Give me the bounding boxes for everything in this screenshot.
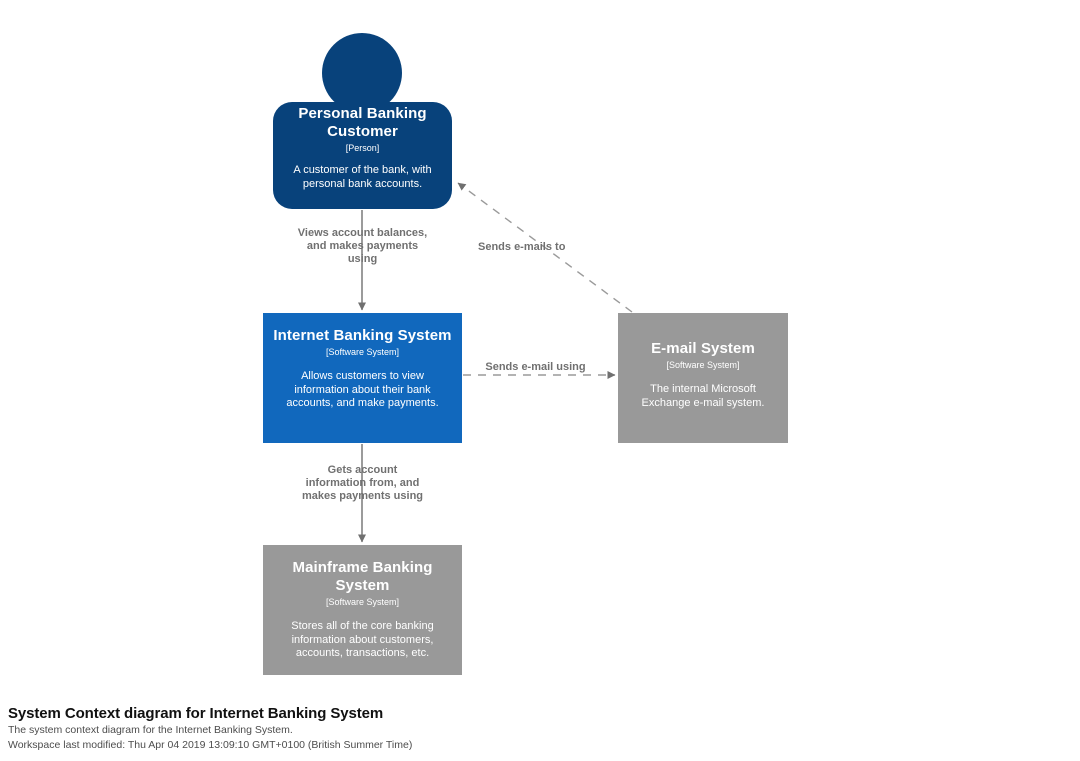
node-title: Personal Banking Customer [298, 105, 427, 140]
node-type: [Software System] [666, 360, 740, 370]
edge-label-views-account-balances: Views account balances, and makes paymen… [297, 227, 428, 265]
node-description: The internal Microsoft Exchange e-mail s… [641, 383, 765, 409]
diagram-title: System Context diagram for Internet Bank… [8, 705, 384, 722]
person-body: Personal Banking Customer [Person] A cus… [273, 102, 452, 209]
node-email-system[interactable]: E-mail System [Software System] The inte… [618, 313, 788, 443]
node-type: [Person] [345, 143, 380, 153]
node-personal-banking-customer[interactable]: Personal Banking Customer [Person] A cus… [273, 33, 452, 209]
diagram-description: The system context diagram for the Inter… [8, 724, 293, 736]
person-head-icon [322, 33, 402, 113]
diagram-footer: System Context diagram for Internet Bank… [8, 704, 808, 753]
node-mainframe-banking-system[interactable]: Mainframe Banking System [Software Syste… [263, 545, 462, 675]
node-title: Internet Banking System [273, 327, 452, 344]
edge-label-sends-email-using: Sends e-mail using [485, 361, 586, 373]
node-description: A customer of the bank, with personal ba… [293, 164, 432, 190]
edge-label-gets-account-information: Gets account information from, and makes… [301, 464, 424, 502]
edge-label-sends-emails-to: Sends e-mails to [478, 241, 566, 253]
node-description: Allows customers to view information abo… [286, 370, 439, 409]
node-title: E-mail System [651, 340, 755, 357]
node-internet-banking-system[interactable]: Internet Banking System [Software System… [263, 313, 462, 443]
node-title: Mainframe Banking System [292, 559, 433, 594]
workspace-last-modified: Workspace last modified: Thu Apr 04 2019… [8, 739, 413, 751]
node-type: [Software System] [325, 597, 400, 607]
node-description: Stores all of the core banking informati… [291, 620, 434, 659]
node-type: [Software System] [325, 347, 400, 357]
